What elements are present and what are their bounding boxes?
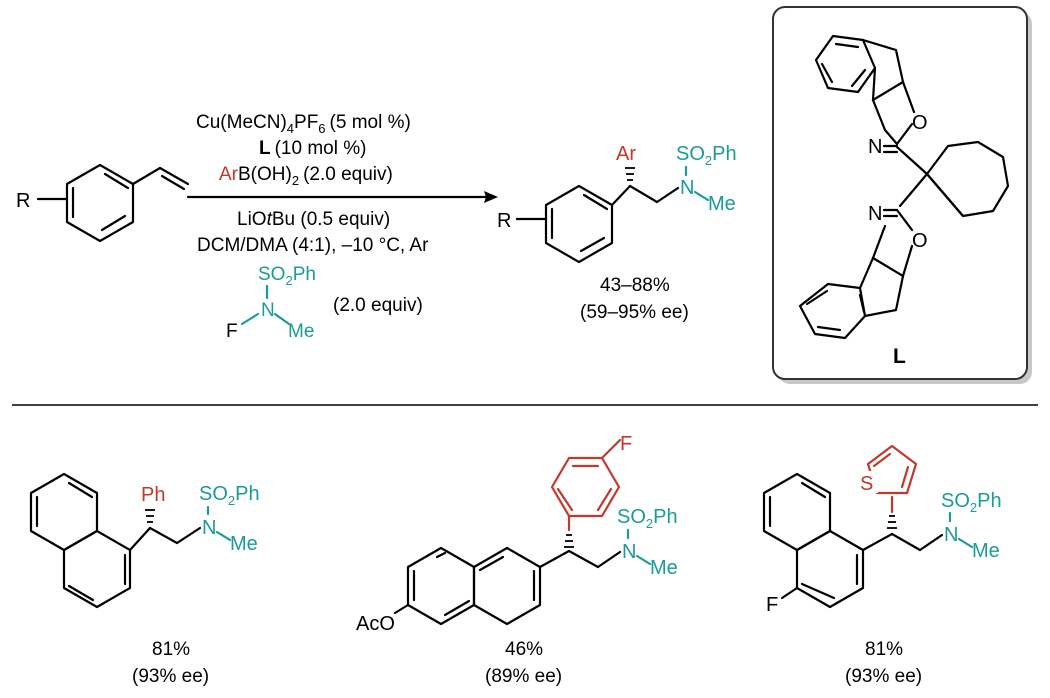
svg-text:F: F [620,433,632,455]
svg-text:Ar: Ar [616,143,636,165]
substrate-styrene: R [16,163,190,243]
svg-text:Ph: Ph [141,484,165,506]
example-2-yield: 46% [505,639,543,660]
svg-text:SO2Ph: SO2Ph [941,490,1002,515]
product-structure: R Ar N SO2Ph Me [497,143,737,264]
example-2-structure: F N SO2Ph Me AcO [356,433,678,635]
svg-text:Me: Me [650,557,678,579]
svg-text:N: N [944,524,958,546]
arrow-head [484,191,498,203]
svg-text:O: O [912,230,928,252]
svg-text:N: N [868,203,882,225]
product-r-label: R [497,210,511,232]
nfsi-reagent: SO2Ph N F Me (2.0 equiv) [226,264,423,342]
example-1-ee: (93% ee) [132,666,209,687]
svg-text:SO2Ph: SO2Ph [676,143,737,168]
svg-text:Me: Me [230,533,258,555]
example-3-ee: (93% ee) [845,666,922,687]
svg-text:SO2Ph: SO2Ph [258,264,316,288]
svg-text:Cu(MeCN)4PF6(5 mol %): Cu(MeCN)4PF6(5 mol %) [196,112,411,136]
svg-text:ArB(OH)2(2.0 equiv): ArB(OH)2(2.0 equiv) [219,164,393,188]
svg-text:(2.0 equiv): (2.0 equiv) [333,295,423,316]
svg-text:N: N [622,541,636,563]
svg-text:O: O [912,112,928,134]
svg-text:Me: Me [708,193,736,215]
svg-text:AcO: AcO [356,613,395,635]
example-2-ee: (89% ee) [485,666,562,687]
product-ee: (59–95% ee) [580,302,689,323]
example-1-structure: Ph N SO2Ph Me [29,472,260,609]
svg-text:SO2Ph: SO2Ph [199,483,260,508]
product-yield: 43–88% [600,275,670,296]
svg-text:DCM/DMA (4:1), –10 °C, Ar: DCM/DMA (4:1), –10 °C, Ar [197,235,429,256]
substrate-r-label: R [16,190,30,212]
reaction-conditions: Cu(MeCN)4PF6(5 mol %) L(10 mol %) ArB(OH… [186,112,498,256]
ligand-structure: O N N O L [798,34,1010,368]
svg-text:N: N [202,517,216,539]
svg-text:SO2Ph: SO2Ph [617,506,678,531]
svg-text:LiOtBu (0.5 equiv): LiOtBu (0.5 equiv) [237,209,390,230]
svg-text:N: N [261,300,275,321]
example-1-yield: 81% [152,639,190,660]
svg-text:Me: Me [288,321,314,342]
svg-text:L(10 mol %): L(10 mol %) [259,138,366,159]
svg-text:Me: Me [972,540,1000,562]
ligand-label: L [893,345,906,368]
example-3-yield: 81% [865,639,903,660]
svg-text:F: F [766,594,778,616]
svg-text:S: S [860,473,873,495]
svg-text:N: N [868,136,882,158]
svg-text:F: F [226,321,238,342]
ligand-box [772,6,1028,380]
example-3-structure: S N SO2Ph Me F [762,444,1002,616]
svg-text:N: N [680,177,694,199]
